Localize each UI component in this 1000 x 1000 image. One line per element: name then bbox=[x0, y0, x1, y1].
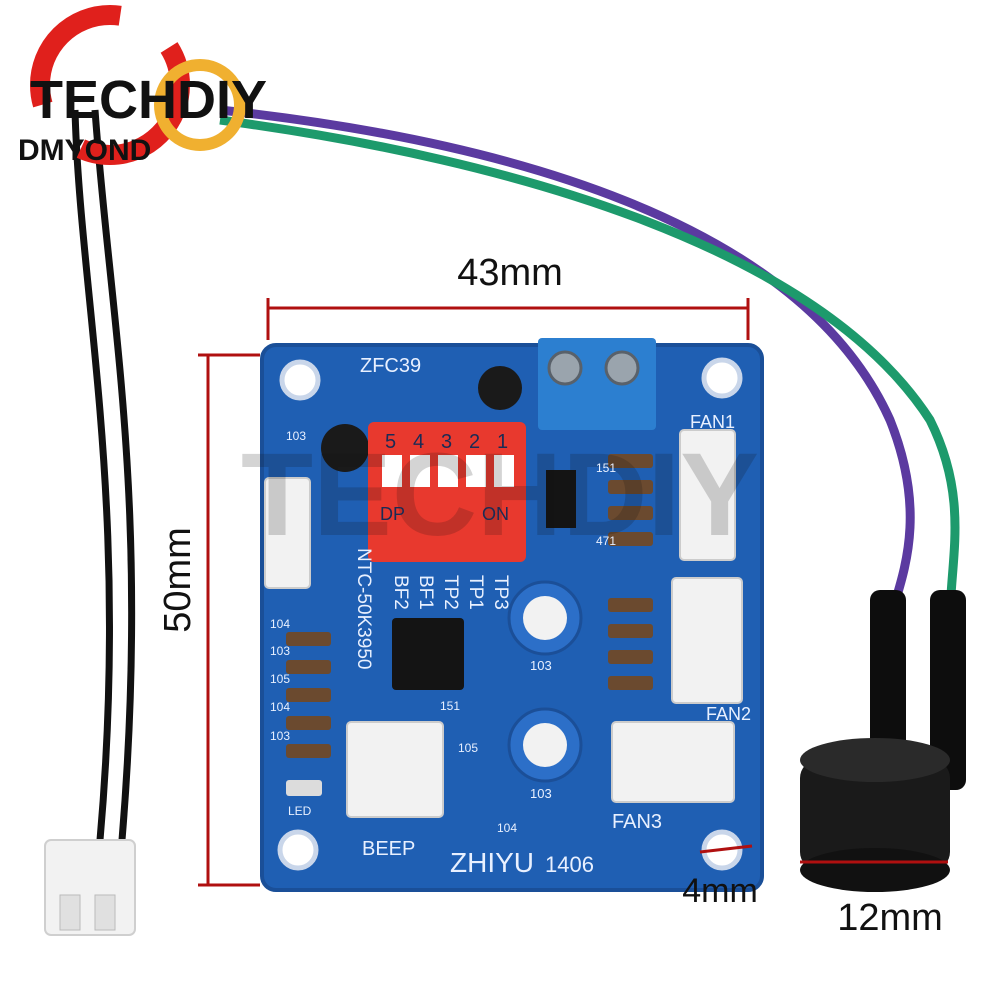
svg-text:3: 3 bbox=[441, 431, 452, 453]
beep-label: BEEP bbox=[362, 838, 415, 860]
dip-numbers: 5 4 3 2 1 bbox=[385, 431, 508, 453]
fan1-label: FAN1 bbox=[690, 412, 735, 432]
svg-text:TP1: TP1 bbox=[465, 575, 486, 610]
width-label: 43mm bbox=[457, 252, 563, 294]
dimension-lines bbox=[198, 298, 753, 887]
svg-text:151: 151 bbox=[440, 699, 460, 713]
svg-text:4: 4 bbox=[413, 431, 424, 453]
fan2-label: FAN2 bbox=[706, 704, 751, 724]
buzzer bbox=[800, 738, 950, 892]
switch-labels: TP3 TP1 TP2 BF1 BF2 bbox=[390, 575, 511, 610]
sensor-connector bbox=[44, 839, 136, 936]
sensor-wires bbox=[71, 109, 136, 841]
pot-label-2: 103 bbox=[530, 786, 552, 801]
svg-text:103: 103 bbox=[286, 429, 306, 443]
svg-text:103: 103 bbox=[270, 644, 290, 658]
svg-text:5: 5 bbox=[385, 431, 396, 453]
svg-text:105: 105 bbox=[458, 741, 478, 755]
svg-text:2: 2 bbox=[469, 431, 480, 453]
svg-text:BF1: BF1 bbox=[415, 575, 436, 610]
board-date-code: 1406 bbox=[545, 852, 594, 877]
svg-text:BF2: BF2 bbox=[390, 575, 411, 610]
watermark-text: TECHDIY bbox=[241, 429, 759, 561]
led-label: LED bbox=[288, 804, 312, 818]
svg-text:104: 104 bbox=[270, 617, 290, 631]
dip-on-label: ON bbox=[482, 504, 509, 524]
brand-name: TECHDIY bbox=[30, 70, 267, 130]
svg-text:104: 104 bbox=[497, 821, 517, 835]
svg-text:104: 104 bbox=[270, 700, 290, 714]
svg-text:471: 471 bbox=[596, 534, 616, 548]
resistor-codes: 104 103 105 104 151 105 103 104 103 471 … bbox=[270, 429, 616, 835]
svg-text:TP2: TP2 bbox=[440, 575, 461, 610]
board-brand: ZHIYU bbox=[450, 847, 534, 878]
model-label: ZFC39 bbox=[360, 355, 421, 377]
fan3-label: FAN3 bbox=[612, 811, 662, 833]
svg-text:105: 105 bbox=[270, 672, 290, 686]
hole-label: 4mm bbox=[682, 872, 758, 910]
svg-text:TP3: TP3 bbox=[490, 575, 511, 610]
svg-text:103: 103 bbox=[270, 729, 290, 743]
pot-label-1: 103 bbox=[530, 658, 552, 673]
ntc-label: NTC-50K3950 bbox=[353, 548, 374, 669]
pcb-board bbox=[260, 338, 764, 892]
dip-dp-label: DP bbox=[380, 504, 405, 524]
brand-subtitle: DMYOND bbox=[18, 134, 151, 167]
svg-text:151: 151 bbox=[596, 461, 616, 475]
brand-logo bbox=[30, 5, 246, 165]
svg-text:1: 1 bbox=[497, 431, 508, 453]
buzzer-label: 12mm bbox=[837, 897, 943, 939]
height-label: 50mm bbox=[157, 527, 199, 633]
